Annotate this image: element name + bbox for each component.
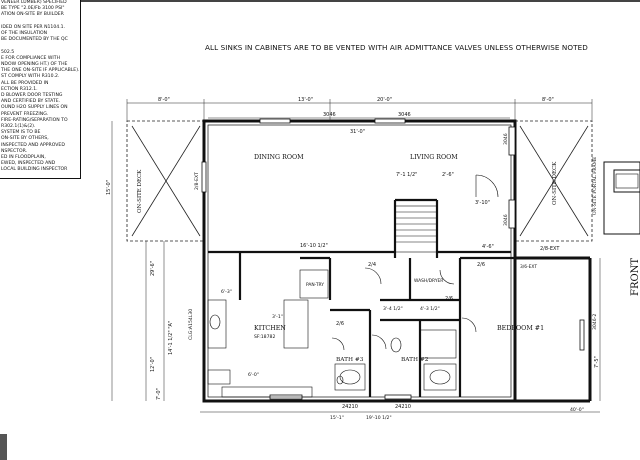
dim-door-24: 2/4 — [368, 262, 376, 268]
top-page-strip — [0, 0, 640, 2]
note-line: THE ONE ON-SITE IF APPLICABLE). — [1, 68, 80, 74]
page-corner-tab — [0, 434, 7, 460]
dim-top-3046-b: 3046 — [398, 112, 411, 118]
note-line: ED IN FLOODPLAIN, — [1, 155, 46, 161]
room-washer: WASH/DRYER — [414, 278, 443, 284]
dim-14-1: 14'-1 1/2" "A" — [168, 321, 174, 355]
dim-3046-2: 3046-2 — [592, 314, 598, 330]
dim-7-1: 7'-1 1/2" — [396, 172, 417, 178]
dim-ext-28b: 2/8-EXT — [194, 172, 200, 190]
dim-door-26c: 2/6 — [445, 296, 453, 302]
deck-left-label: ON-SITE DECK — [137, 169, 143, 213]
dim-top-3046-a: 3046 — [323, 112, 336, 118]
front-label: FRONT — [630, 257, 640, 296]
dim-bottom-40: 40'-0" — [570, 407, 584, 413]
note-line: BE TYPE "2.0E/Fb 3100 PSI" — [1, 6, 65, 12]
note-line: LOCAL BUILDING INSPECTOR — [1, 167, 68, 173]
dim-2-6: 2'-6" — [442, 172, 454, 178]
dim-4-6: 4'-6" — [482, 244, 494, 250]
note-line: IDED ON SITE PER N1104.1. — [1, 24, 66, 30]
dim-bottom-19: 19'-10 1/2" — [366, 415, 392, 421]
dim-top-left-deck: 8'-0" — [158, 97, 170, 103]
note-line: D BLOWER DOOR TESTING — [1, 93, 63, 99]
note-line: ALL BE PROVIDED IN — [1, 80, 49, 86]
note-line: ON-SITE BY OTHERS, — [1, 136, 49, 142]
dim-6-3: 6'-3" — [221, 289, 232, 295]
dim-ext-28: 2/8-EXT — [540, 246, 560, 252]
stair — [394, 205, 438, 253]
room-bath3: BATH #3 — [336, 357, 364, 363]
note-line: ATION ON-SITE BY BUILDER — [1, 12, 64, 18]
room-living: LIVING ROOM — [410, 154, 458, 161]
dim-34: 3'-4 1/2" — [383, 306, 403, 312]
note-line: R302.1(1)&(2). — [1, 124, 36, 130]
dim-29-6: 29'-6" — [150, 261, 156, 276]
note-line: AND CERTIFIED BY STATE. — [1, 99, 61, 105]
dim-43: 4'-3 1/2" — [420, 306, 440, 312]
portal-frame — [603, 161, 640, 235]
note-line: OUND H2O SUPPLY LINES ON — [1, 105, 68, 111]
note-line: ST COMPLY WITH R310.2. — [1, 74, 60, 80]
room-kitchen: KITCHEN — [254, 325, 286, 332]
note-line: E FOR COMPLIANCE WITH — [1, 55, 61, 61]
dim-15: 15'-0" — [106, 180, 112, 195]
room-pantry: PAN-TRY — [306, 282, 324, 288]
dim-bottom-15: 15'-1" — [330, 415, 344, 421]
note-line: PREVENT FREEZING. — [1, 111, 49, 117]
dim-clg: CLG:A154L30 — [188, 309, 194, 340]
room-dining: DINING ROOM — [254, 154, 304, 161]
note-line: NDOW OPENING HT.) OF THE — [1, 62, 68, 68]
dim-door-26b: 2/6 — [336, 321, 344, 327]
dim-width-16: 16'-10 1/2" — [300, 243, 328, 249]
room-bedroom: BEDROOM #1 — [497, 325, 544, 332]
dim-3-10: 3'-10" — [475, 200, 490, 206]
room-kitchen-area: SF:18782 — [254, 334, 275, 340]
note-line: NSPECTOR. — [1, 148, 28, 154]
dim-right-3046-b: 3046 — [503, 214, 509, 226]
dim-6-0: 6'-0" — [248, 372, 259, 378]
door-swings — [331, 174, 499, 351]
dim-top-right-deck: 8'-0" — [542, 97, 554, 103]
dim-overall-width: 31'-0" — [350, 129, 365, 135]
room-bath2: BATH #2 — [401, 357, 429, 363]
right-deck — [514, 120, 593, 242]
note-line: INSPECTED AND APPROVED — [1, 142, 65, 148]
dim-3-1: 3'-1" — [272, 314, 283, 320]
note-line: FIRE-RATING/SEPARATION TO — [1, 117, 68, 123]
dim-7-0: 7'-0" — [156, 388, 162, 400]
dimension-lines — [111, 99, 601, 413]
deck-right-label: ON-SITE DECK — [552, 161, 558, 205]
note-line: OF THE INSULATION — [1, 31, 48, 37]
exterior-walls — [202, 119, 592, 403]
note-line: BE DOCUMENTED BY THE QC — [1, 37, 68, 43]
dim-top-b: 20'-0" — [377, 97, 392, 103]
interior-walls — [208, 198, 515, 397]
frame-right-label: ON-SITE PORTAL FRAME — [593, 157, 598, 215]
dim-12-0: 12'-0" — [150, 357, 156, 372]
note-line: SYSTEM IS TO BE — [1, 130, 41, 136]
fixtures — [207, 269, 457, 398]
dim-door-26: 2/6 — [477, 262, 485, 268]
dim-24210-a: 24210 — [342, 404, 358, 410]
note-line: 502.5 — [1, 49, 15, 55]
dim-right-3046-a: 3046 — [503, 133, 509, 145]
dim-ext-36: 3/6-EXT — [520, 264, 537, 270]
note-line: VENEER LUMBER) SPECIFIED — [1, 0, 67, 5]
dim-7-5: 7'-5" — [594, 356, 600, 368]
plumbing-note-banner: ALL SINKS IN CABINETS ARE TO BE VENTED W… — [205, 43, 588, 52]
dim-24210-b: 24210 — [395, 404, 411, 410]
dim-top-a: 13'-0" — [298, 97, 313, 103]
note-line: EWED, INSPECTED AND — [1, 161, 56, 167]
note-line: ECTION R312.1. — [1, 86, 38, 92]
